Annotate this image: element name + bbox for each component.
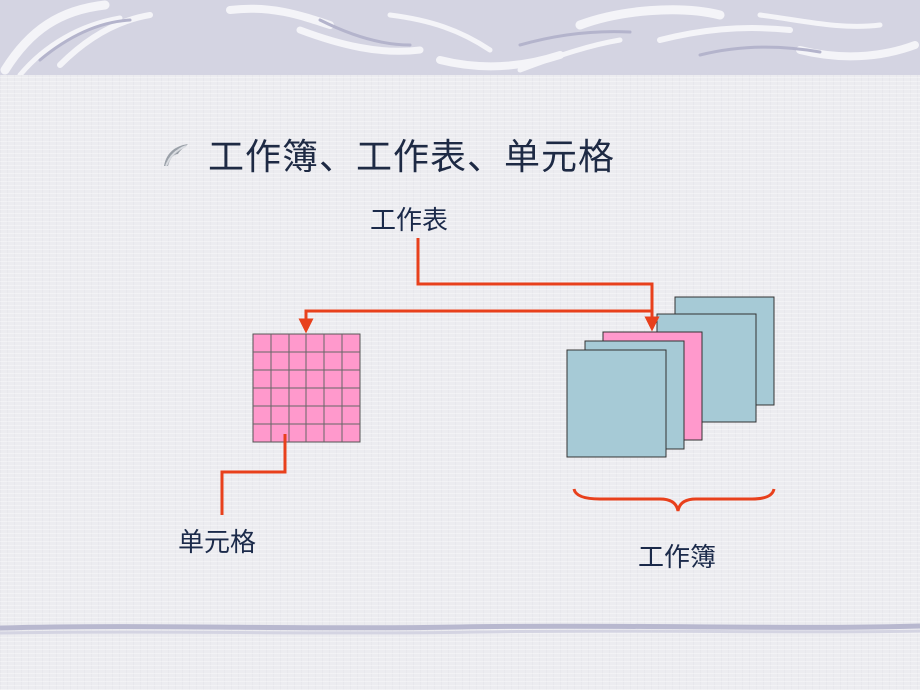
- cell-label: 单元格: [178, 528, 257, 558]
- cell-pointer-line: [220, 434, 287, 515]
- swirl-decoration: [0, 0, 919, 78]
- page-title: 工作簿、工作表、单元格: [208, 137, 616, 178]
- slide-heading: 工作簿、工作表、单元格: [158, 128, 615, 180]
- workbook-label: 工作簿: [638, 543, 717, 573]
- workbook-brace: [572, 488, 776, 512]
- worksheet-label: 工作表: [370, 206, 449, 236]
- cell-grid: [252, 333, 361, 443]
- bottom-line-decoration: [0, 623, 920, 635]
- top-decorative-band: [0, 0, 920, 78]
- worksheet-sheet-front: [566, 349, 667, 458]
- bottom-decorative-band: [0, 620, 920, 640]
- worksheet-arrow: [416, 238, 660, 332]
- worksheet-stack: [566, 296, 775, 458]
- connector-arrows: [220, 238, 660, 515]
- worksheet-to-cell-arrow: [298, 309, 652, 334]
- leaf-bullet-icon: [164, 144, 188, 167]
